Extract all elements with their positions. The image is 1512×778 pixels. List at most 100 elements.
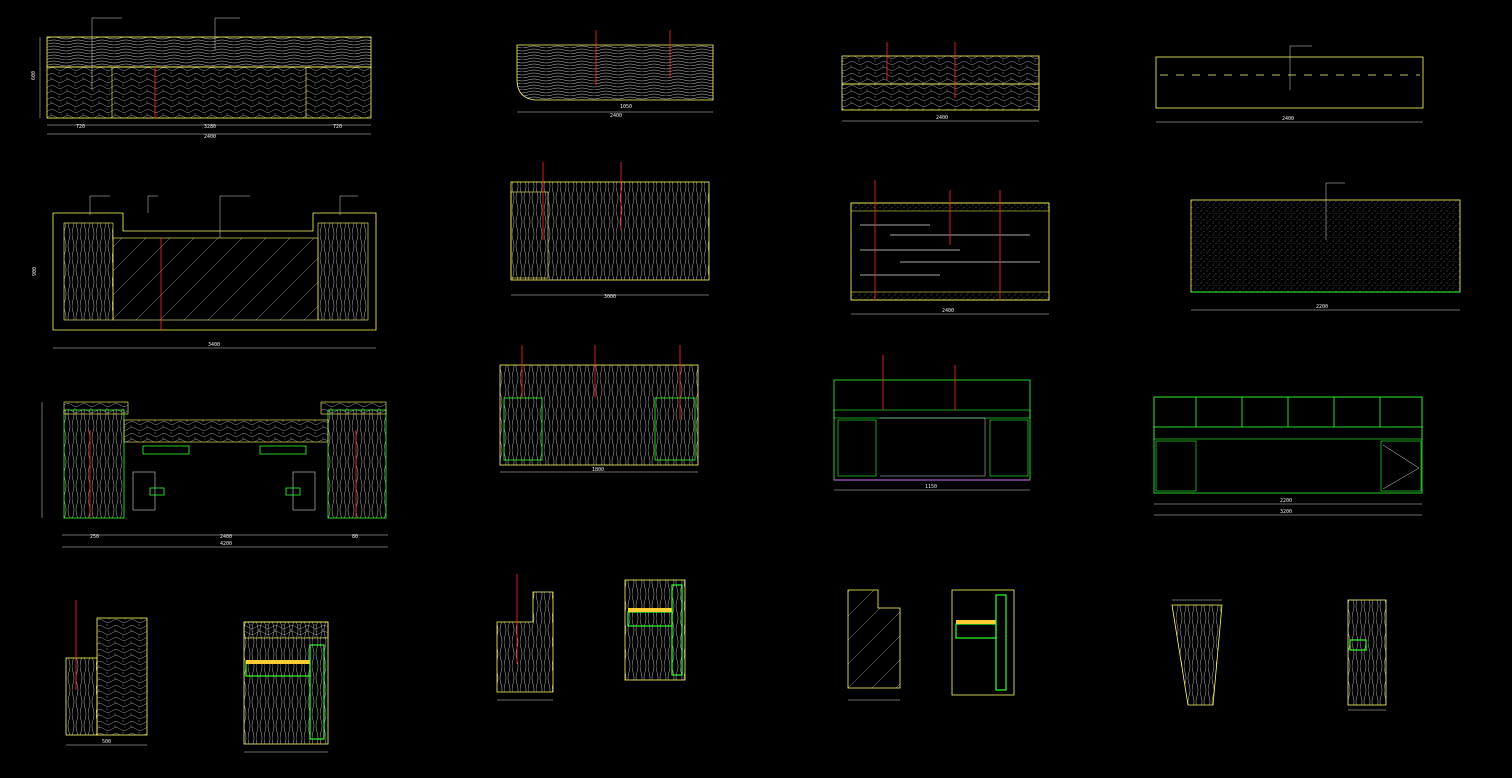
door-panel	[510, 191, 549, 279]
wood-section-low	[65, 657, 98, 736]
dim-text: 3400	[208, 342, 220, 348]
upper-drawer-band	[833, 409, 1031, 419]
view-09-cabinet-front: 1150	[833, 355, 1031, 491]
view-11-terrazzo-panel: 2200	[1190, 182, 1461, 311]
annotation-leader	[147, 195, 158, 213]
section-outline	[1347, 599, 1387, 706]
section-profile	[1171, 604, 1223, 706]
bottom-band	[850, 291, 1050, 301]
side-panel	[1349, 639, 1367, 651]
outlet-box	[285, 487, 301, 496]
annotation-leader	[1289, 45, 1312, 90]
view-03-front-elevation: 250 4200 2400 80	[41, 401, 388, 548]
cabinet-right	[327, 409, 387, 519]
dim-text: 600	[31, 71, 37, 80]
drawer-row	[1153, 396, 1423, 428]
view-14-detail-section	[243, 621, 329, 753]
chair-left	[132, 471, 156, 511]
view-06-cabinet-elevation: 1800	[499, 345, 699, 473]
view-18-detail-section	[951, 589, 1015, 696]
view-12-cabinet-front: 3200 2200	[1153, 396, 1423, 516]
view-20-detail-section	[1347, 599, 1387, 711]
stone-slab-lower	[841, 83, 1040, 111]
dim-text: 2400	[204, 134, 216, 140]
dim-text: 3000	[604, 294, 616, 300]
dim-text: 2400	[936, 115, 948, 121]
section-profile	[496, 591, 554, 693]
counter-profile	[516, 44, 714, 101]
view-13-section: 500	[65, 600, 148, 746]
cabinet-body	[499, 364, 699, 466]
view-05-wood-elevation: 3000	[510, 162, 710, 300]
section-outline	[951, 589, 1015, 696]
chair-right	[292, 471, 316, 511]
side-cabinet-right	[1380, 440, 1422, 492]
dim-text: 2400	[1282, 116, 1294, 122]
view-07-stone-slab: 2400	[841, 42, 1040, 122]
dim-text: 500	[102, 739, 111, 745]
view-02-plan: 3400 900	[32, 195, 377, 349]
knee-space	[880, 417, 986, 477]
desk-top	[123, 419, 329, 443]
dim-text: 2400	[610, 113, 622, 119]
dim-text: 1800	[592, 467, 604, 473]
annotation-leader	[219, 195, 250, 238]
grain-lines	[860, 224, 1040, 276]
annotation-leader	[214, 17, 240, 50]
dim-text: 2400	[220, 534, 232, 540]
panel-outline	[1155, 56, 1424, 109]
view-19-section	[1171, 599, 1223, 706]
cabinet-frame	[833, 379, 1031, 481]
door-swing	[1382, 444, 1420, 490]
wood-section-tall	[96, 617, 148, 736]
yellow-trim	[628, 608, 672, 612]
countertop-band	[46, 36, 372, 68]
dim-text: 250	[90, 534, 99, 540]
wood-panel-right	[317, 222, 369, 321]
dim-text: 2400	[942, 308, 954, 314]
view-15-section	[496, 574, 554, 701]
dim-text: 4200	[220, 541, 232, 547]
section-outline	[624, 579, 686, 681]
side-panel	[995, 594, 1007, 691]
keyboard-tray	[259, 445, 307, 455]
top-slab-left	[63, 401, 129, 415]
wood-panel	[510, 181, 710, 281]
yellow-trim	[246, 660, 310, 664]
wood-panel-left	[63, 222, 114, 321]
section-profile	[847, 589, 901, 689]
drawer-strip	[1153, 426, 1423, 440]
top-slab	[243, 621, 329, 639]
cabinet-left	[63, 409, 125, 519]
dim-text: 80	[352, 534, 358, 540]
stone-body	[46, 66, 372, 119]
view-01-front-elevation: 720 3280 720 2400 600	[31, 17, 372, 140]
section-outline	[243, 621, 329, 745]
cabinet-door-left	[503, 397, 543, 461]
dim-text: 2200	[1316, 304, 1328, 310]
view-08-band-elevation: 2400	[850, 180, 1050, 315]
dim-text: 900	[32, 267, 38, 276]
side-cabinet-left	[1155, 440, 1197, 492]
dim-text: 3280	[204, 124, 216, 130]
drawer-box	[955, 623, 997, 639]
side-cabinet-left	[837, 419, 877, 477]
dim-text: 720	[76, 124, 85, 130]
annotation-leader	[89, 195, 110, 215]
view-04-elevation: 2400 1050	[516, 30, 714, 119]
cabinet-door-right	[654, 397, 696, 461]
keyboard-tray	[142, 445, 190, 455]
dim-text: 2200	[1280, 498, 1292, 504]
annotation-leader	[339, 195, 358, 215]
view-16-detail-section	[624, 579, 686, 681]
side-panel	[671, 584, 683, 676]
terrazzo-surface	[1190, 199, 1461, 293]
stone-slab-upper	[841, 55, 1040, 85]
annotation-leader	[1325, 182, 1345, 240]
dim-text: 1150	[925, 484, 937, 490]
dim-text: 1050	[620, 104, 632, 110]
annotation-leader	[91, 17, 122, 90]
glass-panel	[112, 237, 319, 321]
view-10-plain-panel: 2400	[1155, 45, 1424, 123]
